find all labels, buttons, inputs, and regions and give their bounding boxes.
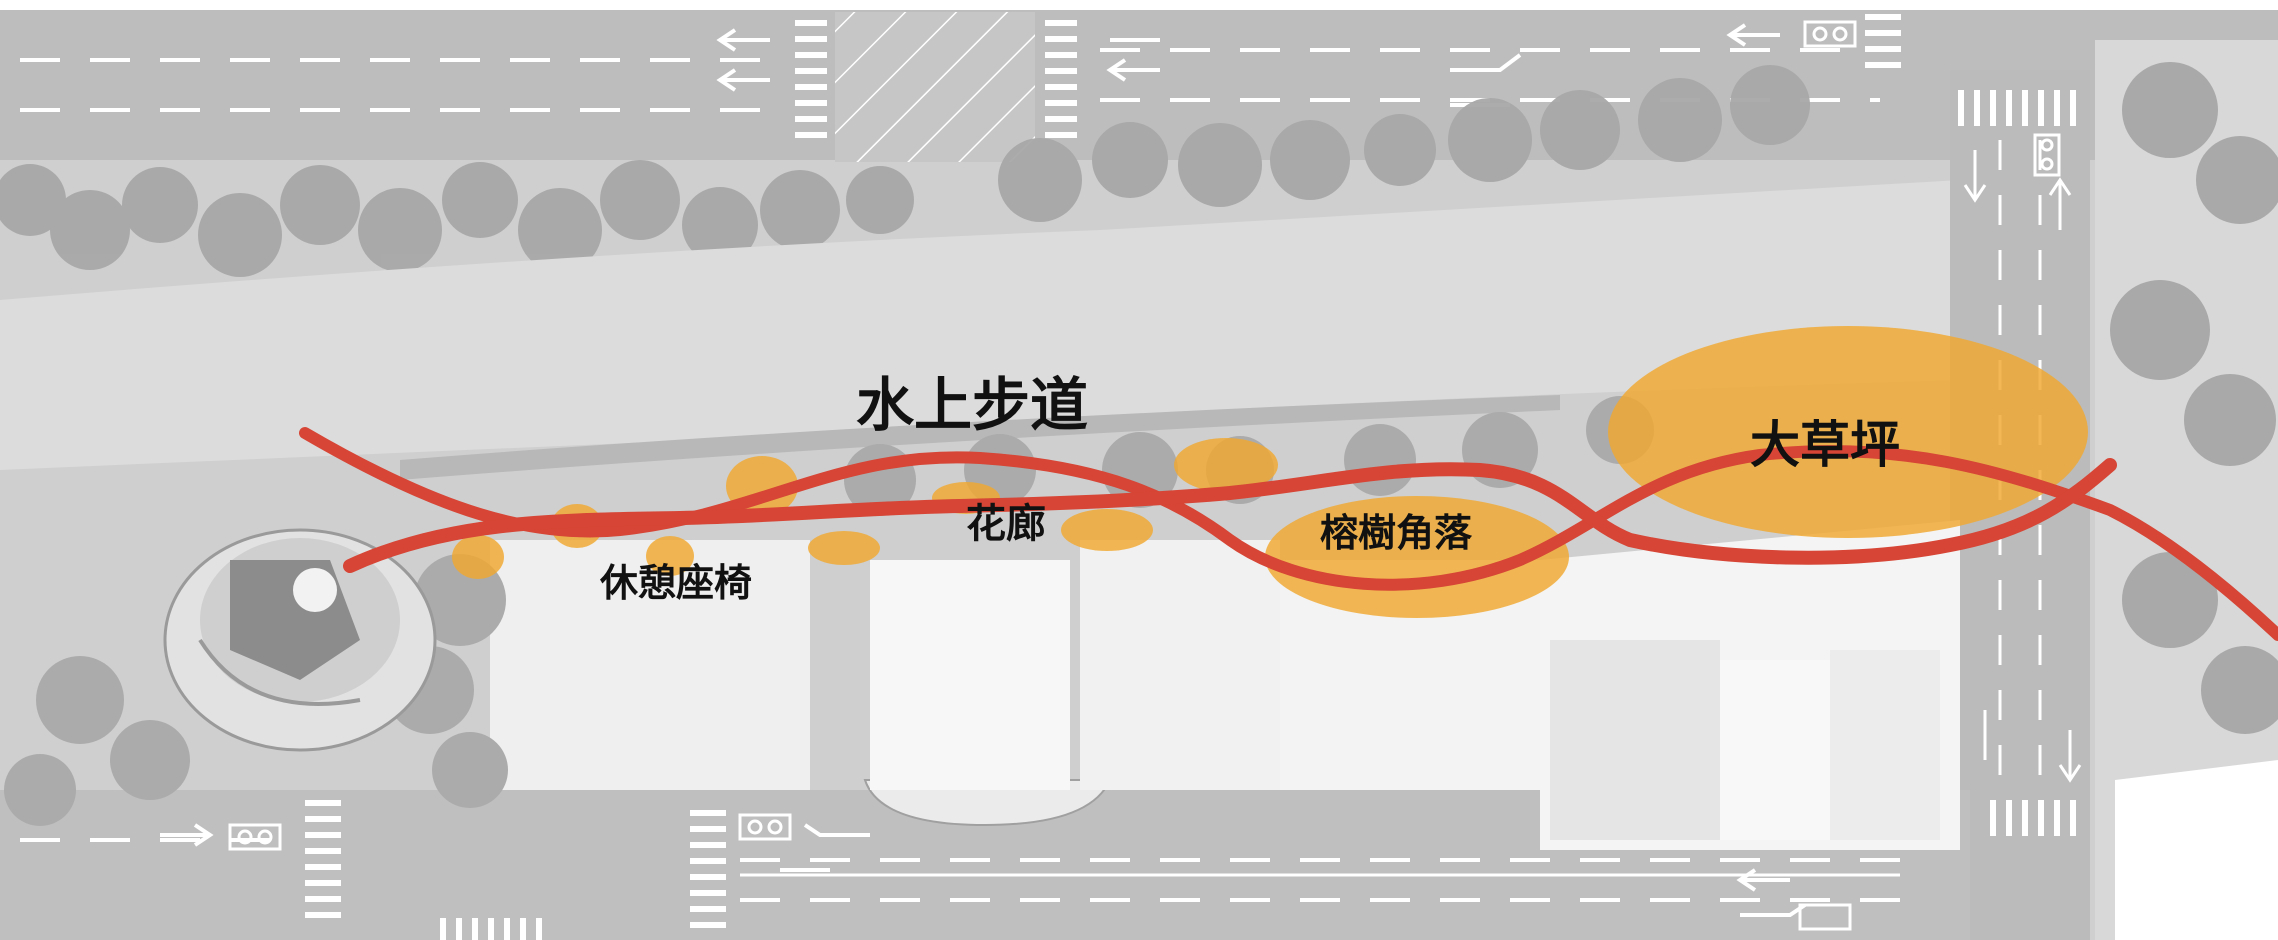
water-channel — [400, 395, 1560, 480]
banyan-corner-label: 榕樹角落 — [1320, 511, 1473, 555]
promenade — [0, 180, 1960, 470]
bicycle-lane-icon — [228, 813, 1852, 931]
top-tree-row — [0, 65, 1810, 277]
top-road — [0, 0, 2278, 162]
right-tree-cluster — [2110, 62, 2278, 734]
zone-flower-2 — [1061, 509, 1153, 551]
zone-seating-3 — [646, 536, 694, 576]
bottom-road — [0, 790, 1970, 940]
title-label: 水上步道 — [856, 371, 1089, 439]
zone-flower-3 — [1174, 438, 1278, 492]
bicycle-lane-icon — [1803, 20, 1857, 48]
seating-label: 休憩座椅 — [600, 561, 753, 605]
zone-seating-1 — [452, 535, 504, 579]
water-walkway-route — [299, 427, 2278, 641]
bicycle-lane-icon — [2033, 133, 2061, 177]
zone-seating-5 — [808, 531, 880, 565]
flower-corridor-label: 花廊 — [966, 501, 1046, 547]
zone-banyan — [1265, 496, 1569, 618]
crosswalk-top — [795, 14, 1901, 138]
buildings — [490, 520, 1960, 850]
circular-pavilion — [163, 528, 437, 752]
road-arrow-icon — [1963, 150, 2082, 783]
crosswalk-bottom — [305, 800, 726, 940]
zone-ellipses — [452, 326, 2088, 618]
zone-lawn — [1608, 326, 2088, 538]
bus-bay — [863, 779, 1112, 827]
big-lawn-label: 大草坪 — [1750, 416, 1900, 474]
